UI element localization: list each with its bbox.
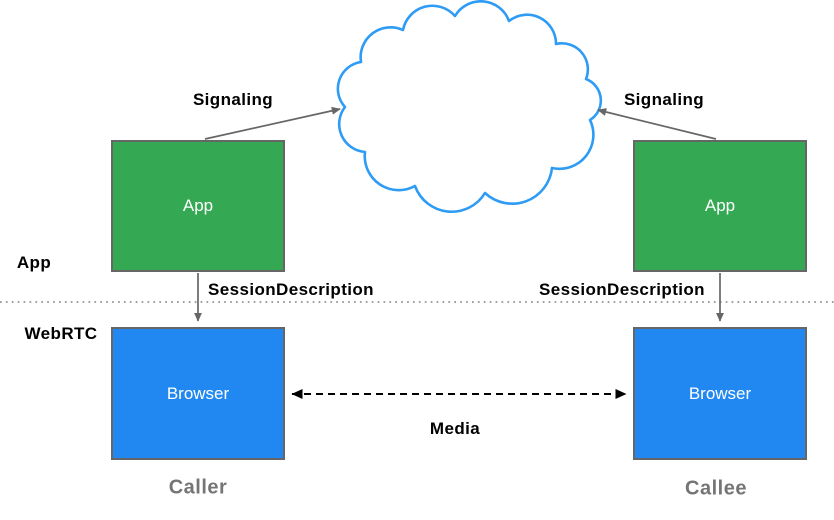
layer-label-app: App bbox=[16, 253, 52, 272]
node-caller-browser: Browser bbox=[111, 327, 285, 460]
session-description-label-right: SessionDescription bbox=[539, 280, 705, 299]
caller-app-label: App bbox=[182, 196, 214, 215]
callee-app-label: App bbox=[704, 196, 736, 215]
signaling-arrow-left bbox=[204, 106, 341, 140]
signaling-label-right: Signaling bbox=[623, 90, 705, 109]
caller-label: Caller bbox=[168, 476, 228, 499]
media-label: Media bbox=[429, 419, 481, 438]
layer-label-webrtc: WebRTC bbox=[24, 324, 98, 343]
session-description-label-left: SessionDescription bbox=[208, 280, 374, 299]
signaling-arrow-right bbox=[597, 108, 717, 140]
callee-browser-label: Browser bbox=[688, 383, 752, 403]
node-callee-browser: Browser bbox=[633, 327, 807, 460]
node-callee-app: App bbox=[633, 140, 807, 272]
callee-label: Callee bbox=[685, 477, 747, 500]
signaling-label-left: Signaling bbox=[192, 90, 274, 109]
cloud-icon bbox=[336, 0, 603, 214]
node-caller-app: App bbox=[111, 140, 285, 272]
caller-browser-label: Browser bbox=[166, 383, 230, 403]
